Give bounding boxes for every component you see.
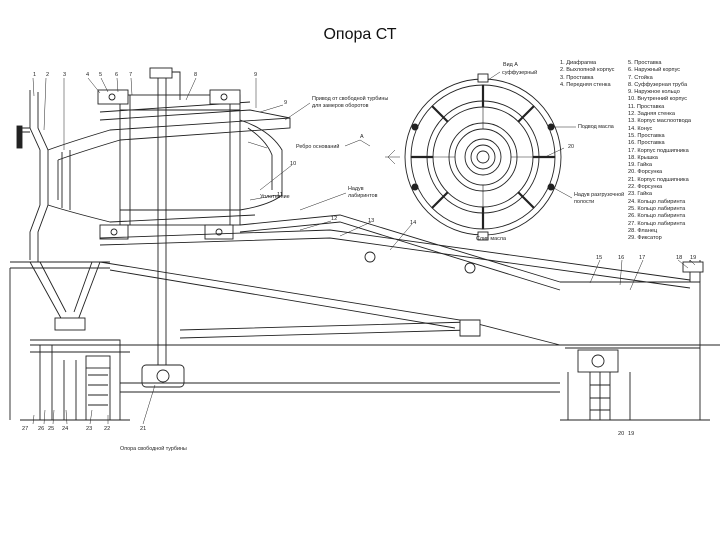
labyrinth-seal-line1: Надув xyxy=(348,186,364,192)
front-bearing xyxy=(20,339,130,421)
legend-item: 11. Проставка xyxy=(628,103,665,110)
view-a-part-20: 20 xyxy=(568,144,574,150)
legend-item: 21. Корпус подшипника xyxy=(628,176,689,183)
part-number-2: 2 xyxy=(46,72,49,78)
legend-item: 1. Диафрагма xyxy=(560,60,597,66)
outer-casing xyxy=(97,89,283,240)
legend-item: 9. Наружное кольцо xyxy=(628,89,680,96)
legend-item: 27. Кольцо лабиринта xyxy=(628,220,686,227)
support-cone xyxy=(9,261,110,420)
mount-pad-right: Подвод масла xyxy=(578,124,614,130)
air-supply-line2: полости xyxy=(574,199,594,205)
part-number-23: 23 xyxy=(86,426,92,432)
legend-item: 22. Форсунка xyxy=(628,184,663,191)
legend-item: 18. Крышка xyxy=(628,154,658,161)
view-a-inset xyxy=(385,73,562,241)
part-number-18: 18 xyxy=(676,255,682,261)
part-numbers-right: 9 10 11 12 13 14 15 16 17 18 19 xyxy=(277,100,696,261)
legend-item: 5. Проставка xyxy=(628,60,662,66)
part-number-5: 5 xyxy=(99,72,102,78)
part-number-25: 25 xyxy=(48,426,54,432)
legend-item: 4. Передняя стенка xyxy=(560,81,611,88)
part-numbers-top: 1 2 3 4 5 6 7 8 9 xyxy=(33,72,257,78)
part-number-27: 27 xyxy=(22,426,28,432)
legend-item: 17. Корпус подшипника xyxy=(628,147,689,154)
legend-left: 1. Диафрагма 2. Выхлопной корпус 3. Прос… xyxy=(560,60,614,89)
legend-item: 25. Кольцо лабиринта xyxy=(628,205,686,212)
legend-item: 3. Проставка xyxy=(560,74,594,81)
legend-item: 10. Внутренний корпус xyxy=(628,96,688,103)
legend-item: 15. Проставка xyxy=(628,132,665,139)
part-number-19: 19 xyxy=(690,255,696,261)
part-number-15: 15 xyxy=(596,255,602,261)
labyrinth-seal-line2: лабиринтов xyxy=(348,193,378,199)
part-number-12: 12 xyxy=(331,216,337,222)
part-number-17: 17 xyxy=(639,255,645,261)
part-number-3: 3 xyxy=(63,72,66,78)
part-number-26: 26 xyxy=(38,426,44,432)
drive-note-line2: для замеров оборотов xyxy=(312,103,369,109)
legend-item: 8. Суффузерная труба xyxy=(628,81,688,88)
part-number-10: 10 xyxy=(290,161,296,167)
legend-item: 24. Кольцо лабиринта xyxy=(628,198,686,205)
legend-item: 14. Конус xyxy=(628,125,653,132)
legend-item: 19. Гайка xyxy=(628,162,652,169)
part-number-14: 14 xyxy=(410,220,416,226)
legend-item: 20. Форсунка xyxy=(628,169,663,176)
part-number-13: 13 xyxy=(368,218,374,224)
suffuser-tube xyxy=(141,67,185,388)
oil-drain-label: Слив масла xyxy=(476,236,506,242)
view-a-leaders xyxy=(487,71,576,199)
part-number-21: 21 xyxy=(140,426,146,432)
part-number-9b: 9 xyxy=(284,100,287,106)
part-number-9: 9 xyxy=(254,72,257,78)
legend-item: 29. Фиксатор xyxy=(628,235,662,242)
legend-item: 12. Задняя стенка xyxy=(628,111,675,118)
part-number-6: 6 xyxy=(115,72,118,78)
part-number-7: 7 xyxy=(129,72,132,78)
legend-item: 23. Гайка xyxy=(628,191,652,198)
legend-item: 28. Фланец xyxy=(628,227,658,234)
part-number-1: 1 xyxy=(33,72,36,78)
part-number-8: 8 xyxy=(194,72,197,78)
part-number-16: 16 xyxy=(618,255,624,261)
legend-item: 26. Кольцо лабиринта xyxy=(628,213,686,220)
part-number-4: 4 xyxy=(86,72,89,78)
page-title: Опора СТ xyxy=(323,26,397,43)
legend-right: 5. Проставка 6. Наружный корпус 7. Стойк… xyxy=(628,60,691,242)
view-a-labels: Вид А суффузерный Подвод масла Надув раз… xyxy=(476,62,624,242)
part-numbers-bottom: 27 26 25 24 23 22 21 20 19 xyxy=(22,426,634,437)
part-number-19c: 19 xyxy=(628,431,634,437)
leader-lines xyxy=(32,77,696,425)
legend-item: 16. Проставка xyxy=(628,140,665,147)
callout-leaders xyxy=(284,102,371,211)
legend-item: 13. Корпус маслоотвода xyxy=(628,118,691,125)
part-number-24: 24 xyxy=(62,426,68,432)
drive-note-line1: Привод от свободной турбины xyxy=(312,95,388,102)
legend-item: 2. Выхлопной корпус xyxy=(560,67,615,74)
legend-item: 6. Наружный корпус xyxy=(628,67,681,74)
part-number-20: 20 xyxy=(618,431,624,437)
callout-labels: Привод от свободной турбины для замеров … xyxy=(120,95,388,452)
diffuser-label: суффузерный xyxy=(502,69,537,76)
part-number-11: 11 xyxy=(277,192,283,198)
rear-struts xyxy=(99,214,691,346)
rear-bearing xyxy=(560,260,710,421)
bottom-caption: Опора свободной турбины xyxy=(120,445,187,452)
legend-item: 7. Стойка xyxy=(628,74,653,81)
air-supply-line1: Надув разгрузочной xyxy=(574,191,624,198)
shaft xyxy=(30,344,720,393)
rib-label: Ребро оснований xyxy=(296,143,339,150)
part-number-22: 22 xyxy=(104,426,110,432)
seal-label: Уплотнение xyxy=(260,194,290,200)
view-a-title: Вид А xyxy=(503,62,518,68)
view-a-marker: А xyxy=(360,134,364,140)
